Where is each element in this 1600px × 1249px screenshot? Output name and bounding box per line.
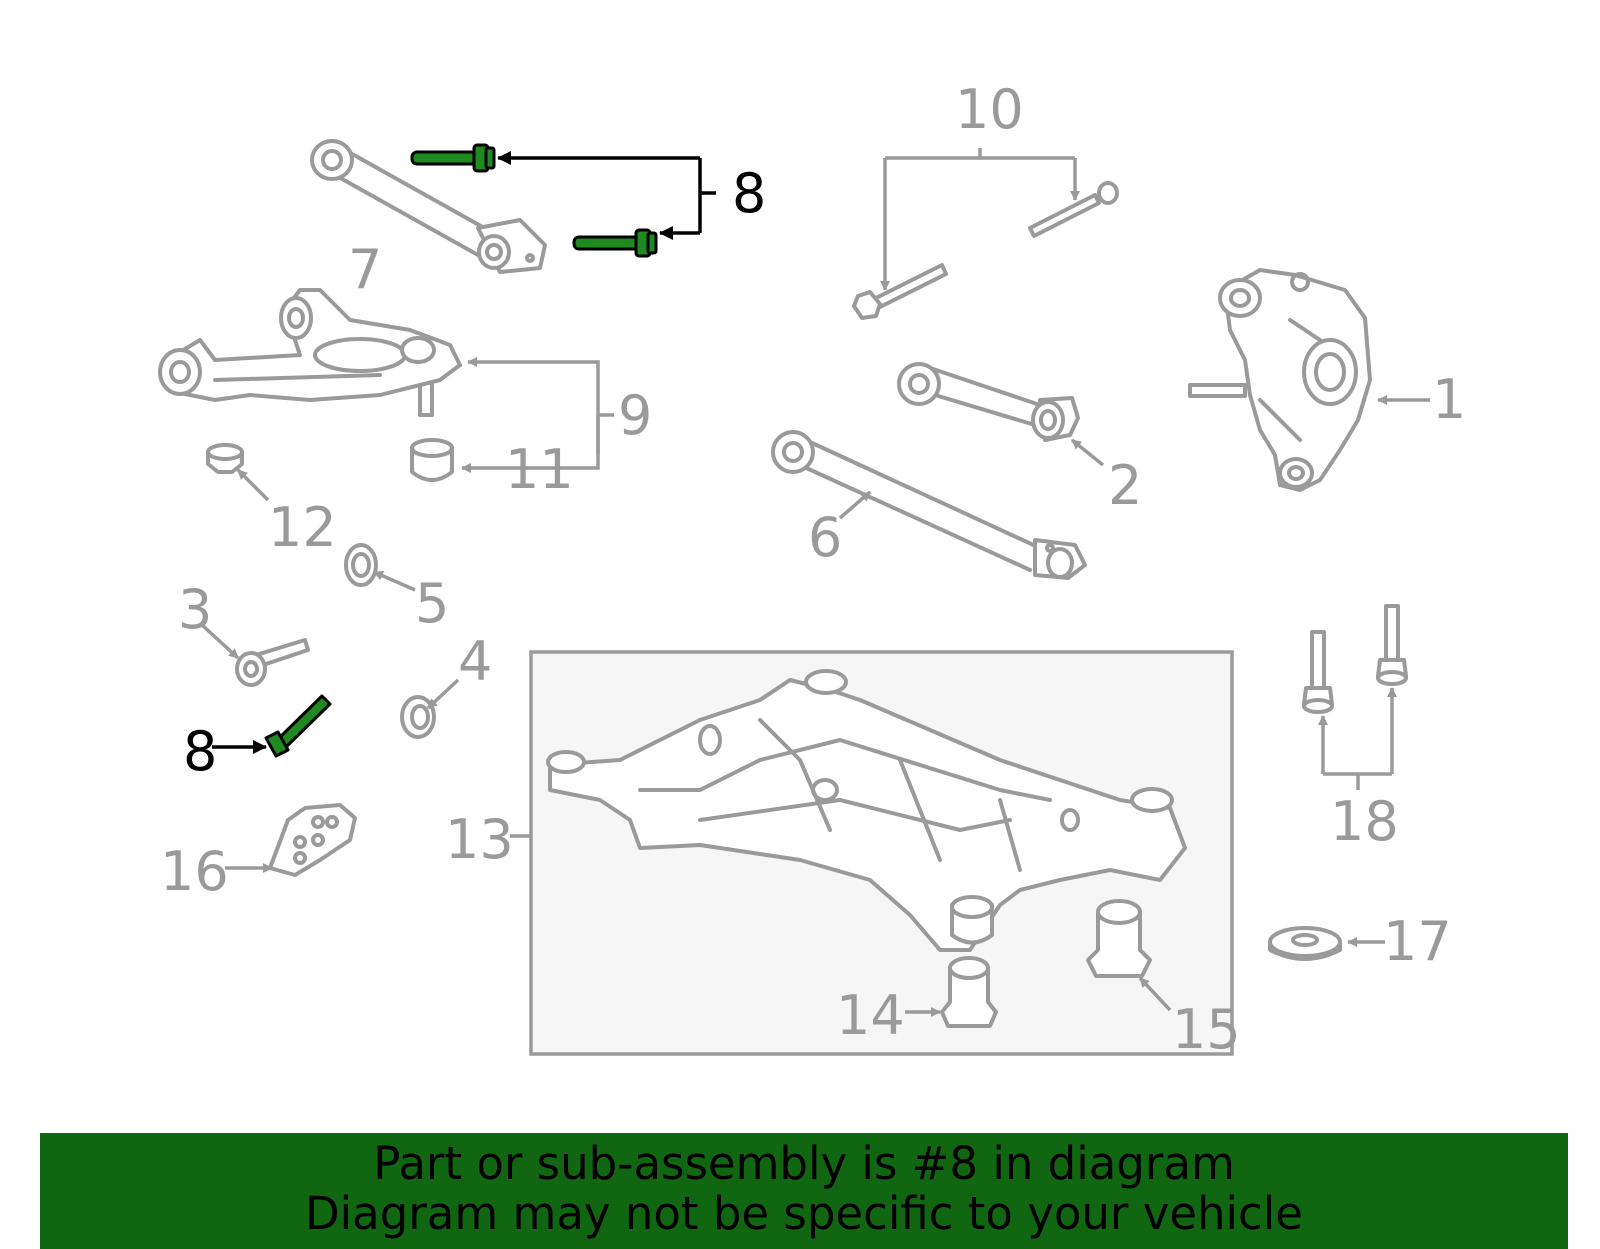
part-8-bolt-lower[interactable] bbox=[572, 228, 658, 258]
callout-10[interactable]: 10 bbox=[955, 78, 1024, 141]
part-18-bolts[interactable] bbox=[1302, 604, 1408, 714]
part-6-long-link[interactable] bbox=[771, 430, 1087, 580]
callout-17[interactable]: 17 bbox=[1383, 910, 1452, 973]
part-14-bushing[interactable] bbox=[940, 956, 998, 1028]
callout-8-top[interactable]: 8 bbox=[732, 162, 766, 225]
callout-11[interactable]: 11 bbox=[505, 438, 574, 501]
part-8-bolt-left[interactable] bbox=[264, 694, 332, 758]
part-16-bracket[interactable] bbox=[268, 803, 357, 877]
callout-16[interactable]: 16 bbox=[160, 840, 229, 903]
callout-2[interactable]: 2 bbox=[1108, 454, 1142, 517]
notice-line-1: Part or sub-assembly is #8 in diagram bbox=[373, 1137, 1235, 1190]
notice-banner: Part or sub-assembly is #8 in diagram Di… bbox=[40, 1133, 1568, 1249]
part-15-bushing[interactable] bbox=[1086, 899, 1152, 978]
notice-line-2: Diagram may not be specific to your vehi… bbox=[305, 1187, 1303, 1240]
part-13-subframe[interactable] bbox=[546, 669, 1187, 952]
part-2-link[interactable] bbox=[897, 362, 1080, 442]
part-5-washer[interactable] bbox=[344, 543, 378, 587]
callout-5[interactable]: 5 bbox=[415, 572, 449, 635]
part-12-nut[interactable] bbox=[206, 443, 244, 474]
callout-15[interactable]: 15 bbox=[1172, 998, 1241, 1061]
part-11-bushing[interactable] bbox=[410, 438, 454, 482]
part-8-bolt-upper[interactable] bbox=[410, 143, 496, 173]
callout-6[interactable]: 6 bbox=[808, 506, 842, 569]
callout-14[interactable]: 14 bbox=[836, 984, 905, 1047]
part-1-knuckle[interactable] bbox=[1188, 268, 1372, 492]
callout-12[interactable]: 12 bbox=[268, 496, 337, 559]
part-10-bolts[interactable] bbox=[852, 181, 1119, 320]
part-3-bolt[interactable] bbox=[235, 638, 310, 687]
callout-3[interactable]: 3 bbox=[178, 578, 212, 641]
part-7-upper-link[interactable] bbox=[310, 139, 547, 274]
callout-13[interactable]: 13 bbox=[445, 808, 514, 871]
part-4-washer[interactable] bbox=[400, 695, 436, 739]
callout-18[interactable]: 18 bbox=[1330, 790, 1399, 853]
part-17-washer[interactable] bbox=[1268, 926, 1342, 961]
callout-7[interactable]: 7 bbox=[348, 238, 382, 301]
callout-4[interactable]: 4 bbox=[458, 630, 492, 693]
part-9-lower-control-arm[interactable] bbox=[158, 288, 462, 417]
callout-1[interactable]: 1 bbox=[1432, 368, 1466, 431]
callout-8-left[interactable]: 8 bbox=[183, 720, 217, 783]
callout-9[interactable]: 9 bbox=[618, 384, 652, 447]
